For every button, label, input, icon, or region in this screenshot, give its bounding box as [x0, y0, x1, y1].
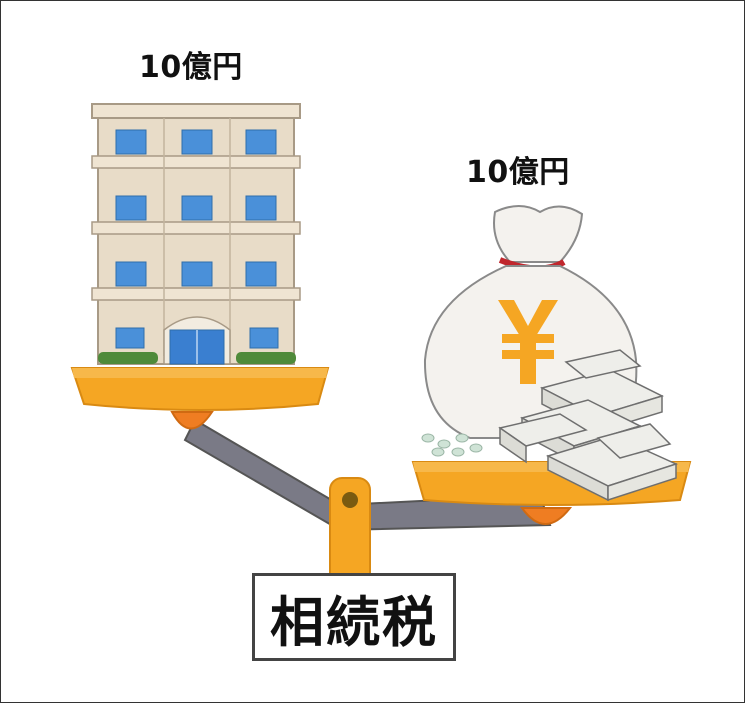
balance-scale-icon [70, 367, 692, 589]
banknote-stack-icon [498, 349, 679, 502]
money-amount-label: 10億円 [466, 155, 570, 190]
inheritance-tax-label: 相続税 [270, 590, 438, 654]
yen-icon [498, 300, 558, 384]
building-amount-label: 10億円 [139, 50, 243, 85]
inheritance-tax-box: 相続税 [252, 573, 456, 661]
building-icon [91, 103, 301, 365]
